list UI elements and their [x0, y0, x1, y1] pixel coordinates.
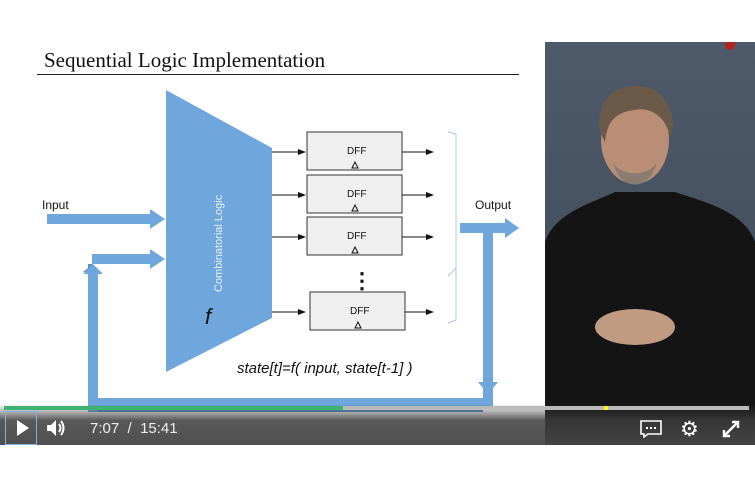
time-display: 7:07 / 15:41 [90, 420, 178, 437]
state-equation: state[t]=f( input, state[t-1] ) [237, 360, 413, 377]
volume-button[interactable] [45, 418, 67, 443]
svg-text:DFF: DFF [350, 306, 369, 317]
progress-bar[interactable] [4, 406, 749, 410]
svg-text:DFF: DFF [347, 189, 366, 200]
output-label: Output [475, 198, 512, 212]
fullscreen-icon [722, 420, 740, 438]
presenter-figure [545, 85, 755, 445]
dff-4: DFF [272, 291, 434, 331]
title-divider [37, 74, 519, 75]
progress-marker [604, 406, 609, 410]
play-button[interactable] [5, 411, 37, 445]
play-icon [16, 420, 29, 436]
captions-icon [640, 420, 662, 439]
function-symbol: f [205, 304, 214, 329]
control-bar [0, 404, 755, 445]
input-label: Input [42, 198, 69, 212]
duration: 15:41 [140, 420, 178, 437]
current-time: 7:07 [90, 420, 120, 437]
dff-3: DFF [272, 216, 434, 256]
fullscreen-button[interactable] [721, 419, 741, 444]
ellipsis: ⋮ [351, 268, 373, 293]
video-player[interactable]: Sequential Logic Implementation Combinat… [0, 42, 755, 445]
output-arrow [460, 218, 519, 238]
block-label: Combinatorial Logic [213, 194, 225, 292]
slide: Sequential Logic Implementation Combinat… [0, 42, 545, 445]
feedback-arrow-in [92, 249, 165, 269]
combinational-logic-block [166, 90, 272, 372]
svg-text:DFF: DFF [347, 146, 366, 157]
volume-icon [47, 420, 65, 436]
presenter-video [545, 42, 755, 445]
captions-button[interactable] [640, 420, 662, 443]
logo-icon [725, 42, 735, 50]
sequential-logic-diagram: Combinatorial Logic f Input Output DFF D… [42, 90, 519, 412]
slide-title: Sequential Logic Implementation [44, 48, 326, 72]
svg-text:DFF: DFF [347, 231, 366, 242]
dff-2: DFF [272, 174, 434, 214]
time-separator: / [127, 420, 132, 437]
input-arrow [47, 209, 165, 229]
settings-button[interactable]: ⚙ [680, 417, 699, 442]
progress-fill [4, 406, 343, 410]
gear-icon: ⚙ [680, 418, 699, 441]
dff-1: DFF [272, 131, 434, 171]
